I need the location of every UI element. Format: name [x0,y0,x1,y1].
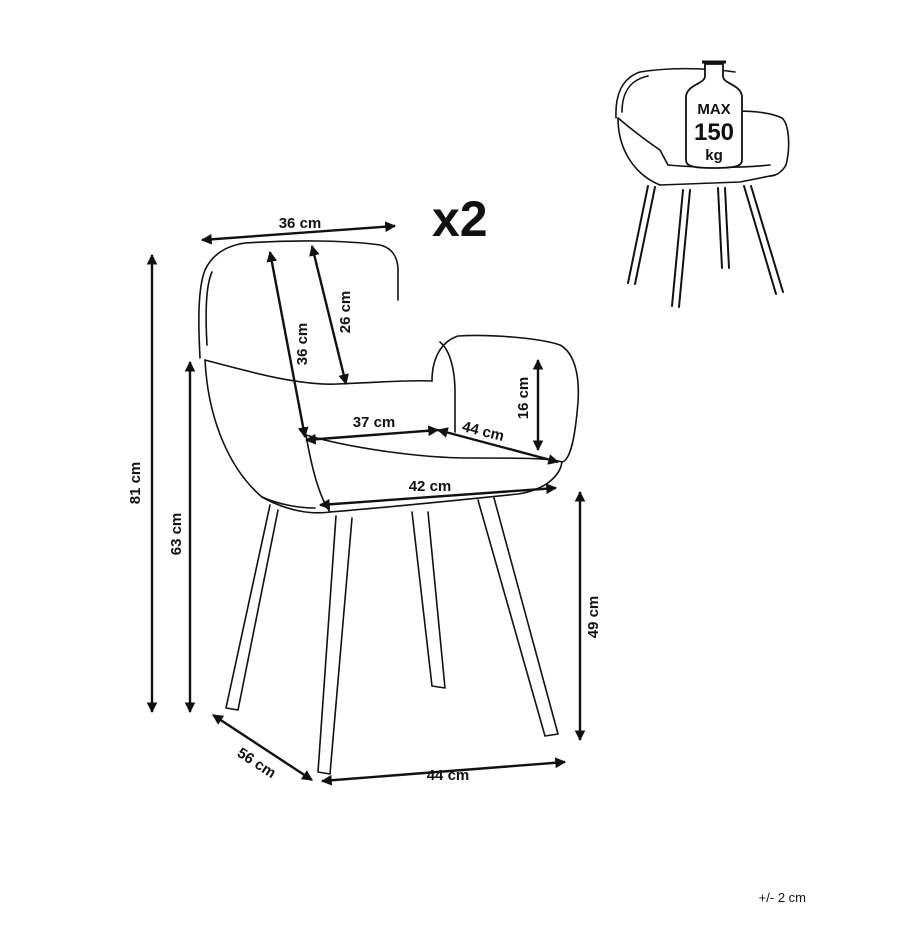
dimension-labels: 36 cm 36 cm 26 cm 37 cm 44 cm 16 cm 42 c… [127,215,602,784]
label-seat-height: 49 cm [585,596,602,639]
label-overall-depth: 56 cm [234,745,279,782]
load-badge-value: 150 [694,119,734,146]
load-capacity-thumbnail: MAX 150 kg [615,60,790,308]
label-total-height: 81 cm [127,462,144,505]
dimension-arrows [146,221,586,786]
load-badge-unit: kg [705,147,723,164]
tolerance-note: +/- 2 cm [759,890,806,905]
quantity-label: x2 [432,191,488,247]
label-seat-back-width: 36 cm [279,215,322,232]
label-seat-back-depth-width: 37 cm [353,414,396,431]
label-arm-height: 63 cm [168,513,185,556]
label-overall-width: 44 cm [427,767,470,784]
label-seat-width: 42 cm [409,478,452,495]
label-armrest-height: 16 cm [515,377,532,420]
chair-outline [198,240,580,775]
load-badge-max: MAX [697,101,730,118]
label-back-height-inner: 26 cm [337,291,354,334]
label-back-height-outer: 36 cm [294,323,311,366]
